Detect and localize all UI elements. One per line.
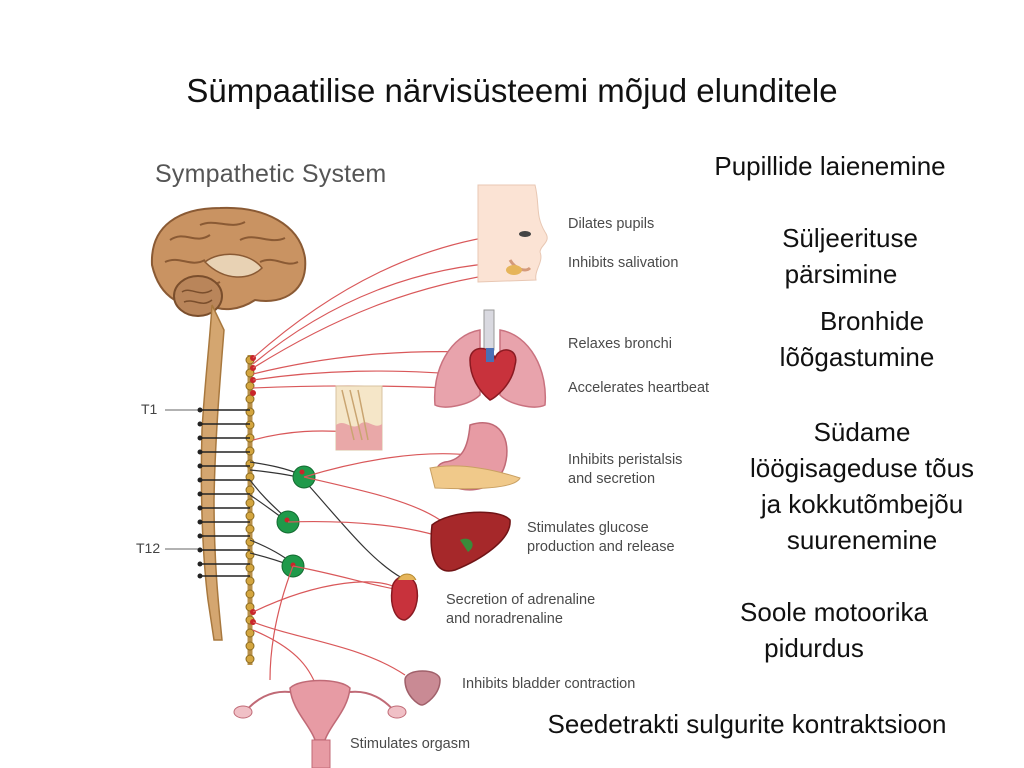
ee-line: pidurdus <box>764 633 864 663</box>
skin-illustration <box>335 385 383 451</box>
ee-pupils: Pupillide laienemine <box>690 148 970 184</box>
ee-bronchi: Bronhide lõõgastumine <box>752 303 992 375</box>
segment-label-t12: T12 <box>136 540 161 556</box>
ee-line: Seedetrakti sulgurite kontraktsioon <box>547 709 947 739</box>
ee-heart: Südame löögisageduse tõus ja kokkutõmbej… <box>722 414 1002 558</box>
bladder-illustration <box>404 670 441 706</box>
label-relaxes-bronchi: Relaxes bronchi <box>568 336 672 352</box>
ee-sphincter: Seedetrakti sulgurite kontraktsioon <box>510 706 984 742</box>
kidney-illustration <box>390 573 419 621</box>
ee-bowel: Soole motoorika pidurdus <box>714 594 954 666</box>
slide-title: Sümpaatilise närvisüsteemi mõjud elundit… <box>186 72 838 109</box>
segment-label-t1: T1 <box>141 401 158 417</box>
label-stimulates-orgasm: Stimulates orgasm <box>350 736 471 752</box>
figure-title: Sympathetic System <box>155 160 387 188</box>
ee-line: Bronhide <box>819 306 925 336</box>
label-line: and noradrenaline <box>446 611 563 627</box>
liver-illustration <box>430 511 511 572</box>
ee-line: Süljeerituse <box>782 223 918 253</box>
ee-line: ja kokkutõmbejõu <box>760 489 964 519</box>
label-dilates-pupils: Dilates pupils <box>568 216 655 232</box>
ee-line: Soole motoorika <box>740 597 928 627</box>
ee-line: löögisageduse tõus <box>749 453 975 483</box>
label-secretion-adrenaline: Secretion of adrenaline and noradrenalin… <box>446 591 595 629</box>
spinal-cord <box>200 304 225 641</box>
ee-saliva: Süljeerituse pärsimine <box>730 220 970 292</box>
ee-line: pärsimine <box>784 259 898 289</box>
lungs-illustration <box>433 309 547 408</box>
face-illustration <box>477 184 548 283</box>
ee-line: Pupillide laienemine <box>714 151 946 181</box>
label-accelerates-heartbeat: Accelerates heartbeat <box>568 380 710 396</box>
uterus-illustration <box>233 679 407 768</box>
ee-line: suurenemine <box>786 525 938 555</box>
label-inhibits-bladder: Inhibits bladder contraction <box>462 676 636 692</box>
label-inhibits-peristalsis: Inhibits peristalsis and secretion <box>568 451 682 489</box>
label-stimulates-glucose: Stimulates glucose production and releas… <box>527 519 675 557</box>
stomach-illustration <box>429 422 521 491</box>
ee-line: lõõgastumine <box>779 342 935 372</box>
sympathetic-chain <box>245 355 255 665</box>
ee-line: Südame <box>813 417 911 447</box>
label-line: Stimulates glucose <box>527 520 649 536</box>
label-line: Inhibits peristalsis <box>568 452 683 468</box>
label-inhibits-salivation: Inhibits salivation <box>568 255 679 271</box>
sympathetic-system-figure <box>150 184 548 768</box>
label-line: production and release <box>527 539 675 555</box>
label-line: and secretion <box>568 471 656 487</box>
label-line: Secretion of adrenaline <box>446 592 596 608</box>
brain-illustration <box>150 206 307 317</box>
